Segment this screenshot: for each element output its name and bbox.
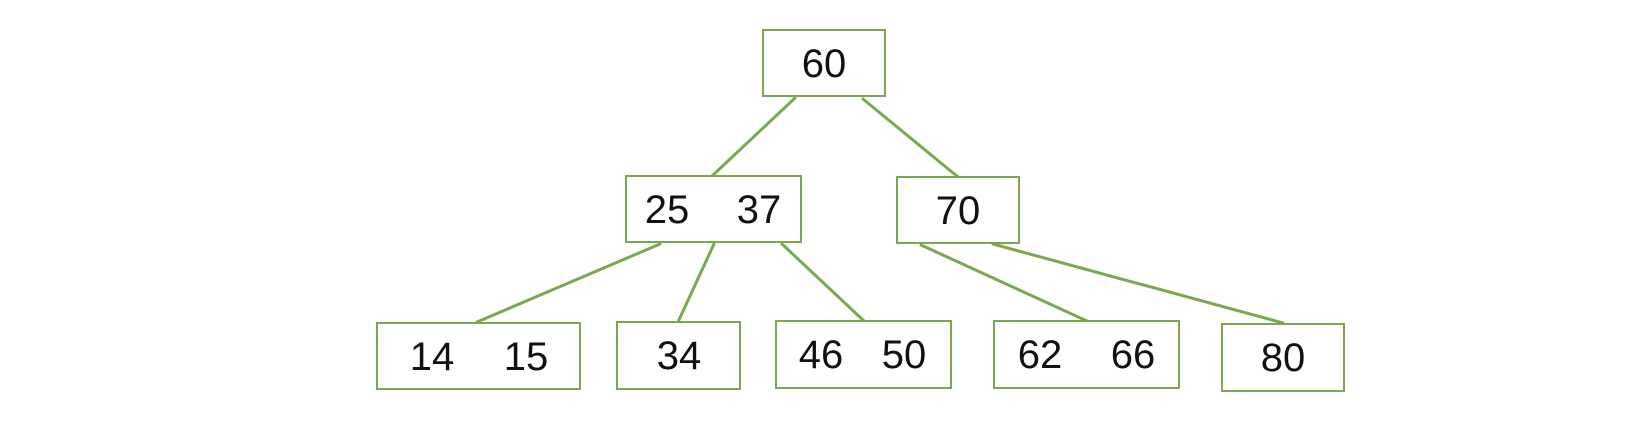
node-key: 34 xyxy=(657,334,702,378)
node-key: 50 xyxy=(882,333,927,377)
node-box xyxy=(625,175,802,243)
node-box xyxy=(775,320,952,389)
tree-edges xyxy=(475,96,1285,325)
edge-n2-to-l4 xyxy=(919,243,1089,323)
node-key: 70 xyxy=(936,189,981,233)
node-key: 60 xyxy=(802,42,847,86)
node-box xyxy=(616,321,741,390)
tree-node-l2: 34 xyxy=(616,321,741,390)
node-box xyxy=(376,322,581,390)
node-box xyxy=(1221,323,1345,392)
node-key: 14 xyxy=(410,335,455,379)
edge-root-to-n2 xyxy=(861,97,960,179)
edge-n2-to-l5 xyxy=(991,242,1285,325)
node-box xyxy=(762,29,886,97)
node-key: 66 xyxy=(1111,333,1156,377)
node-key: 15 xyxy=(504,335,549,379)
tree-node-l4: 62 66 xyxy=(993,320,1180,389)
edge-root-to-n1 xyxy=(710,96,797,178)
tree-node-l5: 80 xyxy=(1221,323,1345,392)
tree-node-root: 60 xyxy=(762,29,886,97)
edge-n1-to-l1 xyxy=(475,242,662,324)
tree-node-l1: 14 15 xyxy=(376,322,581,390)
node-box xyxy=(896,176,1020,244)
node-key: 80 xyxy=(1261,336,1306,380)
node-key: 62 xyxy=(1018,333,1063,377)
edge-n1-to-l3 xyxy=(780,242,866,323)
node-key: 46 xyxy=(799,333,844,377)
edge-n1-to-l2 xyxy=(676,242,716,324)
tree-node-n1: 25 37 xyxy=(625,175,802,243)
node-box xyxy=(993,320,1180,389)
tree-node-n2: 70 xyxy=(896,176,1020,244)
node-key: 37 xyxy=(737,188,782,232)
node-key: 25 xyxy=(645,188,690,232)
tree-node-l3: 46 50 xyxy=(775,320,952,389)
